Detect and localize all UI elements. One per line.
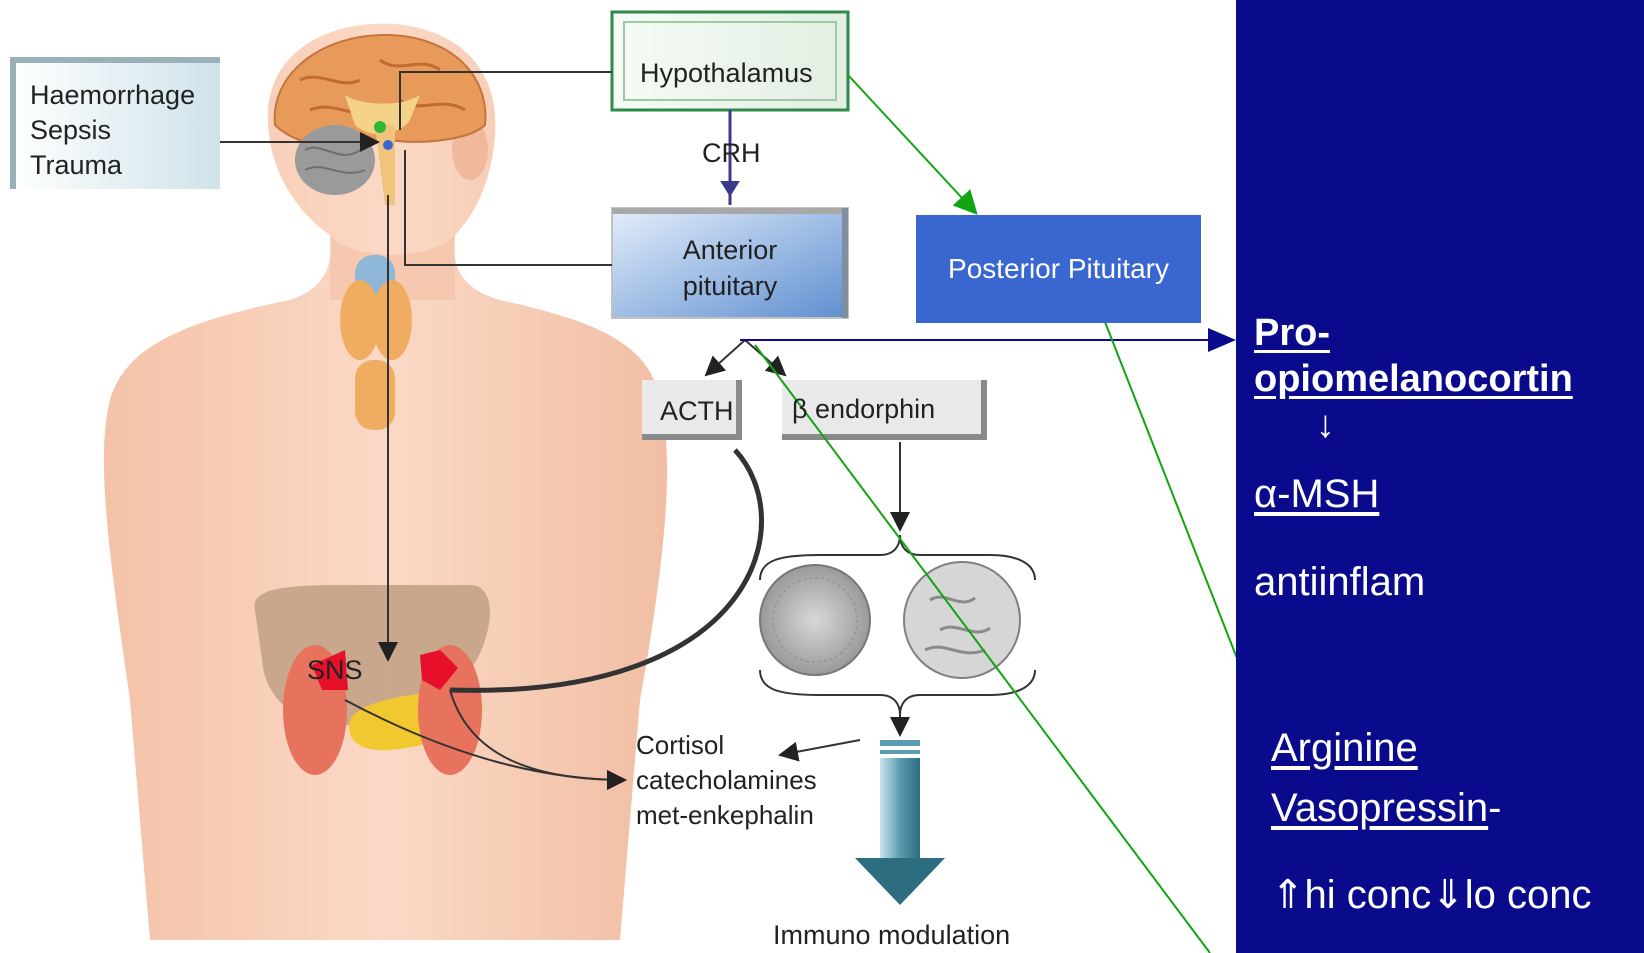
stimulus-sepsis: Sepsis	[30, 113, 195, 148]
immune-cells	[760, 535, 1035, 715]
anterior-pituitary-label: Anterior pituitary	[612, 232, 848, 304]
immunomodulation-arrow	[855, 740, 945, 905]
hypothalamus-label: Hypothalamus	[640, 58, 813, 89]
stimulus-trauma: Trauma	[30, 148, 195, 183]
posterior-pituitary-box: Posterior Pituitary	[916, 215, 1201, 323]
adrenal-outputs: Cortisol catecholamines met-enkephalin	[636, 728, 817, 833]
crh-label: CRH	[702, 138, 761, 169]
posterior-pituitary-label: Posterior Pituitary	[948, 253, 1169, 285]
stimuli-list: Haemorrhage Sepsis Trauma	[30, 78, 195, 183]
green-connectors	[755, 75, 1275, 953]
anterior-pituitary-line1: Anterior	[612, 232, 848, 268]
beta-endorphin-label: β endorphin	[792, 394, 935, 425]
sns-label: SNS	[307, 655, 363, 686]
output-met-enkephalin: met-enkephalin	[636, 798, 817, 833]
avp-vasopressin: Vasopressin	[1271, 786, 1488, 830]
avp-dash: -	[1488, 786, 1501, 830]
stimulus-haemorrhage: Haemorrhage	[30, 78, 195, 113]
alpha-msh: α-MSH	[1254, 472, 1379, 517]
immuno-modulation-label: Immuno modulation	[773, 920, 1010, 951]
acth-label: ACTH	[660, 396, 734, 427]
avp-line1: Arginine	[1271, 726, 1418, 771]
anterior-pituitary-line2: pituitary	[612, 268, 848, 304]
right-panel: Pro- opiomelanocortin ↓ α-MSH antiinflam…	[1236, 0, 1644, 953]
down-arrow: ↓	[1316, 404, 1335, 447]
concentration-line: ⇑hi conc⇓lo conc	[1271, 872, 1592, 918]
pomc-line1: Pro-	[1254, 312, 1330, 355]
output-cortisol: Cortisol	[636, 728, 817, 763]
pomc-line2: opiomelanocortin	[1254, 358, 1573, 401]
antiinflam: antiinflam	[1254, 560, 1425, 605]
avp-line2: Vasopressin-	[1271, 786, 1501, 831]
output-catecholamines: catecholamines	[636, 763, 817, 798]
